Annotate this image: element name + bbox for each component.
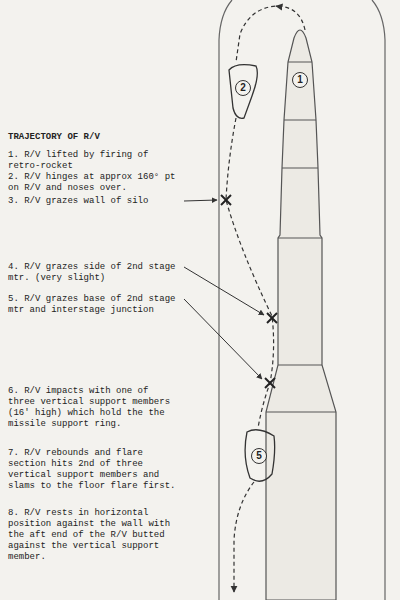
trajectory-note: 6. R/V impacts with one of three vertica…	[8, 386, 178, 430]
trajectory-note: 2. R/V hinges at approx 160° pt on R/V a…	[8, 172, 178, 194]
trajectory-note: 7. R/V rebounds and flare section hits 2…	[8, 448, 178, 492]
trajectory-note: 1. R/V lifted by firing of retro-rocket	[8, 150, 178, 172]
callout-number: 2	[240, 83, 246, 93]
rv-outline	[245, 430, 275, 481]
trajectory	[226, 118, 274, 428]
callout-number: 1	[297, 75, 303, 85]
diagram-title: TRAJECTORY OF R/V	[8, 132, 100, 143]
leader-line	[184, 200, 264, 379]
stage-joints	[266, 62, 336, 412]
silo-wall	[372, 0, 385, 600]
trajectory-arrow	[276, 6, 282, 7]
trajectory	[234, 482, 254, 592]
callout-circle: 1	[292, 72, 308, 88]
trajectory-note: 5. R/V grazes base of 2nd stage mtr and …	[8, 294, 178, 316]
trajectory-note: 3. R/V grazes wall of silo	[8, 196, 148, 207]
missile	[266, 30, 336, 600]
trajectory-note: 4. R/V grazes side of 2nd stage mtr. (ve…	[8, 262, 178, 284]
callout-number: 5	[256, 451, 262, 461]
silo-wall	[219, 0, 232, 600]
callout-circle: 2	[235, 80, 251, 96]
trajectory	[236, 6, 305, 62]
rv-outline	[229, 65, 257, 119]
trajectory-note: 8. R/V rests in horizontal position agai…	[8, 508, 178, 563]
graze-mark	[221, 195, 277, 388]
callout-circle: 5	[251, 448, 267, 464]
